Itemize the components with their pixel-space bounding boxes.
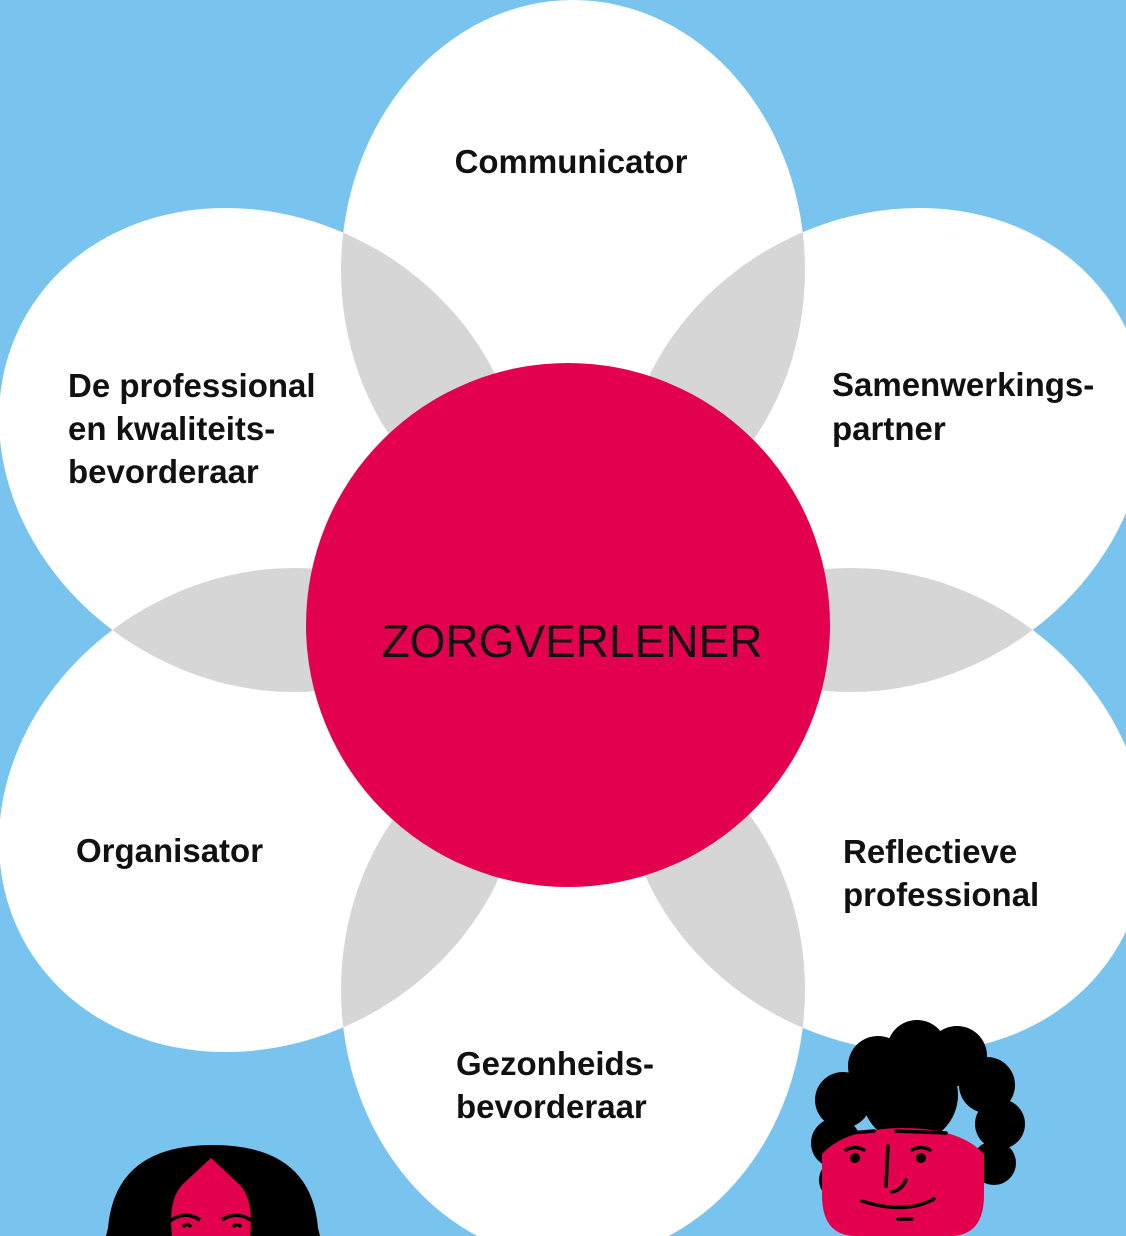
label-samenwerkingspartner-2: partner: [832, 410, 946, 447]
center-label: ZORGVERLENER: [382, 615, 763, 667]
label-gezondheidsbevorderaar-1: Gezonheids-: [456, 1045, 654, 1082]
label-samenwerkingspartner-1: Samenwerkings-: [832, 366, 1094, 403]
center-circle: [306, 363, 830, 887]
man-face-details: [836, 1129, 948, 1221]
label-organisator: Organisator: [76, 832, 263, 869]
man-eye-right: [916, 1153, 926, 1163]
man-face: [822, 1128, 984, 1236]
label-communicator: Communicator: [455, 143, 688, 180]
man-eye-left: [850, 1153, 860, 1163]
label-reflectieve-1: Reflectieve: [843, 833, 1017, 870]
label-gezondheidsbevorderaar-2: bevorderaar: [456, 1088, 647, 1125]
man-hair: [811, 1020, 1025, 1201]
woman-figure-icon: [106, 1145, 320, 1236]
label-reflectieve-2: professional: [843, 876, 1039, 913]
label-professional-3: bevorderaar: [68, 453, 259, 490]
label-professional-1: De professional: [68, 367, 316, 404]
woman-eyes: [168, 1213, 254, 1229]
label-professional-2: en kwaliteits-: [68, 410, 275, 447]
man-figure-icon: [811, 1020, 1025, 1236]
